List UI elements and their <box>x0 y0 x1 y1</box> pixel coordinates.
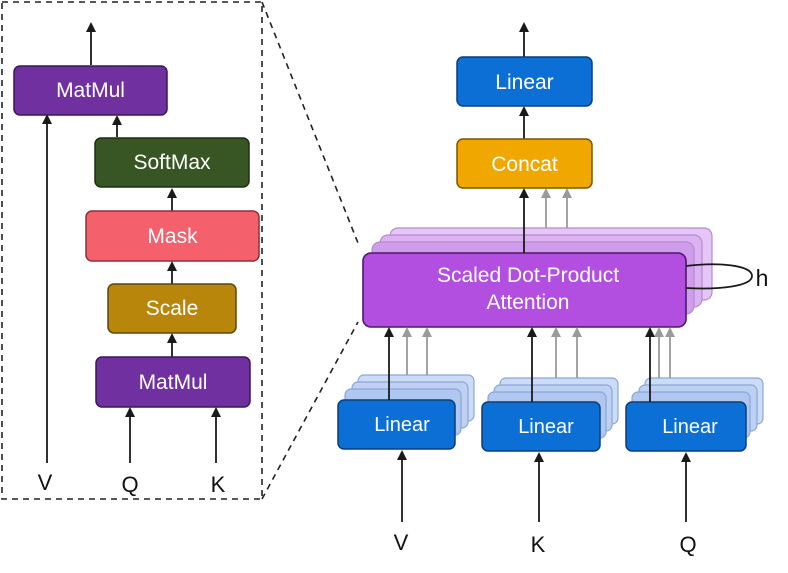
linear-k-label: Linear <box>518 416 574 438</box>
mask-box <box>85 210 260 262</box>
softmax-box <box>94 137 250 188</box>
input-k-left: K <box>211 472 226 497</box>
heads-label: h <box>756 265 769 291</box>
linear-k-box <box>481 401 601 452</box>
input-v-right: V <box>394 530 409 555</box>
mask-label: Mask <box>147 225 198 248</box>
zoom-panel-border <box>1 1 263 500</box>
input-q-right: Q <box>679 532 696 557</box>
matmul-top-label: MatMul <box>56 79 125 102</box>
matmul-top-box <box>13 65 168 116</box>
zoom-connector-top <box>261 1 359 244</box>
linear-q-label: Linear <box>662 416 718 438</box>
linear-v-label: Linear <box>374 414 430 436</box>
matmul-bottom-box <box>95 356 251 408</box>
concat-label: Concat <box>491 153 558 176</box>
linear-q-box <box>625 401 747 452</box>
softmax-label: SoftMax <box>133 151 211 174</box>
linear-v-box <box>337 399 456 450</box>
zoom-panel: MatMul SoftMax Mask Scale MatMul V Q K <box>1 1 359 500</box>
input-k-right: K <box>531 532 546 557</box>
attention-label-line2: Attention <box>487 291 570 314</box>
linear-top-label: Linear <box>495 71 553 94</box>
scale-label: Scale <box>146 297 199 320</box>
input-v-left: V <box>38 470 53 495</box>
matmul-bottom-label: MatMul <box>139 371 208 394</box>
input-q-left: Q <box>121 472 138 497</box>
zoom-connector-bottom <box>261 321 359 500</box>
attention-label-line1: Scaled Dot-Product <box>437 264 619 287</box>
heads-loop <box>685 263 753 290</box>
linear-top-box <box>456 56 593 107</box>
concat-box <box>456 138 593 189</box>
scale-box <box>107 283 237 334</box>
multi-head-attention: Scaled Dot-Product Attention h Linear Co… <box>337 22 769 557</box>
